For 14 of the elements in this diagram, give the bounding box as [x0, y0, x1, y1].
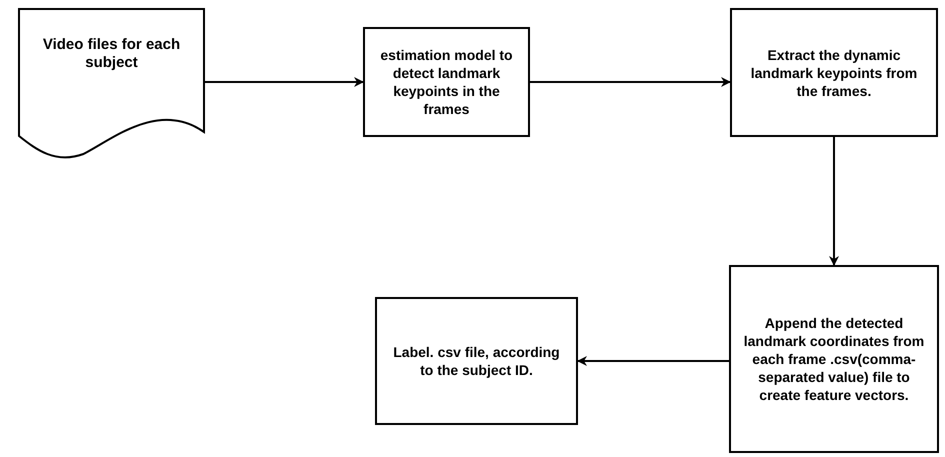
document-shape: [18, 8, 205, 160]
process-box: [730, 8, 938, 137]
node-text: Extract the dynamic landmark keypoints from the frames.: [750, 46, 918, 100]
process-box: [375, 297, 578, 425]
arrow: [829, 137, 839, 266]
arrow: [205, 77, 364, 87]
process-box: [363, 27, 530, 137]
node-text: estimation model to detect landmark keypoints in the frames: [379, 46, 514, 118]
node-text: Video files for each subject: [42, 36, 182, 72]
arrow: [530, 77, 731, 87]
process-box: [729, 265, 939, 453]
arrow: [577, 356, 729, 366]
node-text: Label. csv file, according to the subject ID.: [392, 343, 561, 379]
node-text: Append the detected landmark coordinates from each frame .csv(comma-separated value) file to create feature vectors.: [742, 314, 926, 404]
